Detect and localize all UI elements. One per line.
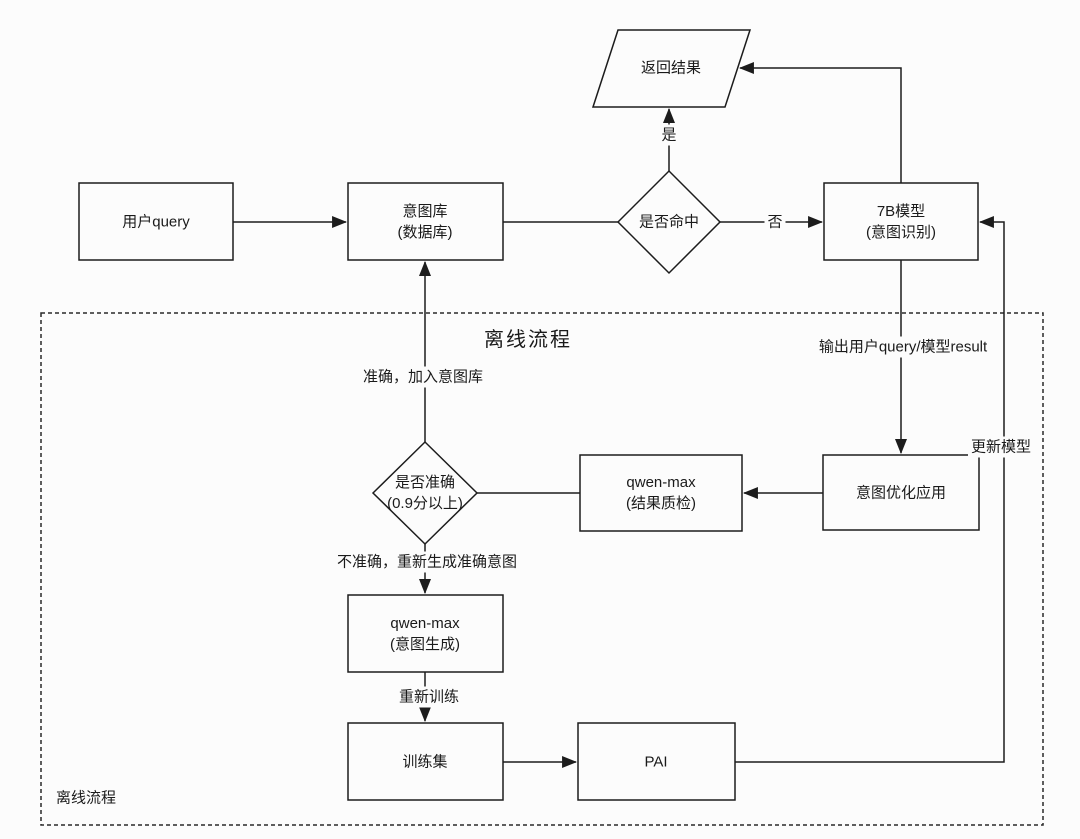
node-qwen-check-line1: qwen-max [626, 474, 696, 491]
edge-label-update-model: 更新模型 [967, 436, 1035, 458]
edge-label-yes: 是 [658, 124, 680, 146]
node-intent-opt-shape [822, 454, 980, 531]
node-pai-shape [577, 722, 736, 801]
decision-accurate: 是否准确 (0.9分以上) [387, 472, 463, 514]
node-intent-db: 意图库 (数据库) [398, 201, 453, 243]
edge-label-retrain: 重新训练 [395, 686, 463, 708]
node-7b-model-shape [823, 182, 979, 261]
decision-hit: 是否命中 [638, 213, 700, 231]
decision-accurate-shape [371, 440, 479, 546]
node-intent-db-line1: 意图库 [402, 203, 448, 220]
node-user-query-shape [78, 182, 234, 261]
offline-label-top: 离线流程 [484, 329, 572, 351]
edge-label-no: 否 [764, 211, 786, 233]
edge-pai-to-7b-update [735, 216, 1005, 763]
node-7b-model-line2: (意图识别) [866, 224, 936, 241]
edge-label-accurate: 准确，加入意图库 [359, 366, 487, 388]
node-qwen-gen-line2: (意图生成) [390, 636, 460, 653]
node-7b-model: 7B模型 (意图识别) [866, 201, 936, 243]
node-qwen-gen-line1: qwen-max [390, 615, 460, 632]
node-qwen-check: qwen-max (结果质检) [626, 472, 696, 514]
node-user-query: 用户query [122, 213, 190, 231]
node-train-set-shape [347, 722, 504, 801]
node-qwen-gen-shape [347, 594, 504, 673]
node-7b-model-line1: 7B模型 [876, 203, 926, 220]
node-intent-db-line2: (数据库) [397, 224, 453, 241]
edge-7b-to-result [738, 62, 902, 183]
edge-label-inaccurate: 不准确，重新生成准确意图 [333, 551, 521, 573]
decision-accurate-line1: 是否准确 [394, 474, 455, 491]
node-qwen-gen: qwen-max (意图生成) [390, 613, 460, 655]
node-train-set: 训练集 [402, 753, 448, 771]
io-return-result: 返回结果 [640, 59, 702, 77]
node-qwen-check-line2: (结果质检) [626, 495, 696, 512]
node-intent-opt: 意图优化应用 [855, 484, 947, 502]
node-pai: PAI [644, 753, 668, 771]
decision-accurate-line2: (0.9分以上) [387, 495, 463, 512]
io-return-result-shape [591, 29, 752, 108]
edge-label-output: 输出用户query/模型result [815, 336, 991, 358]
node-intent-db-shape [347, 182, 504, 261]
decision-hit-shape [616, 169, 722, 275]
offline-container-border [40, 312, 1044, 826]
offline-label-bottom: 离线流程 [55, 789, 117, 807]
node-qwen-check-shape [579, 454, 743, 532]
